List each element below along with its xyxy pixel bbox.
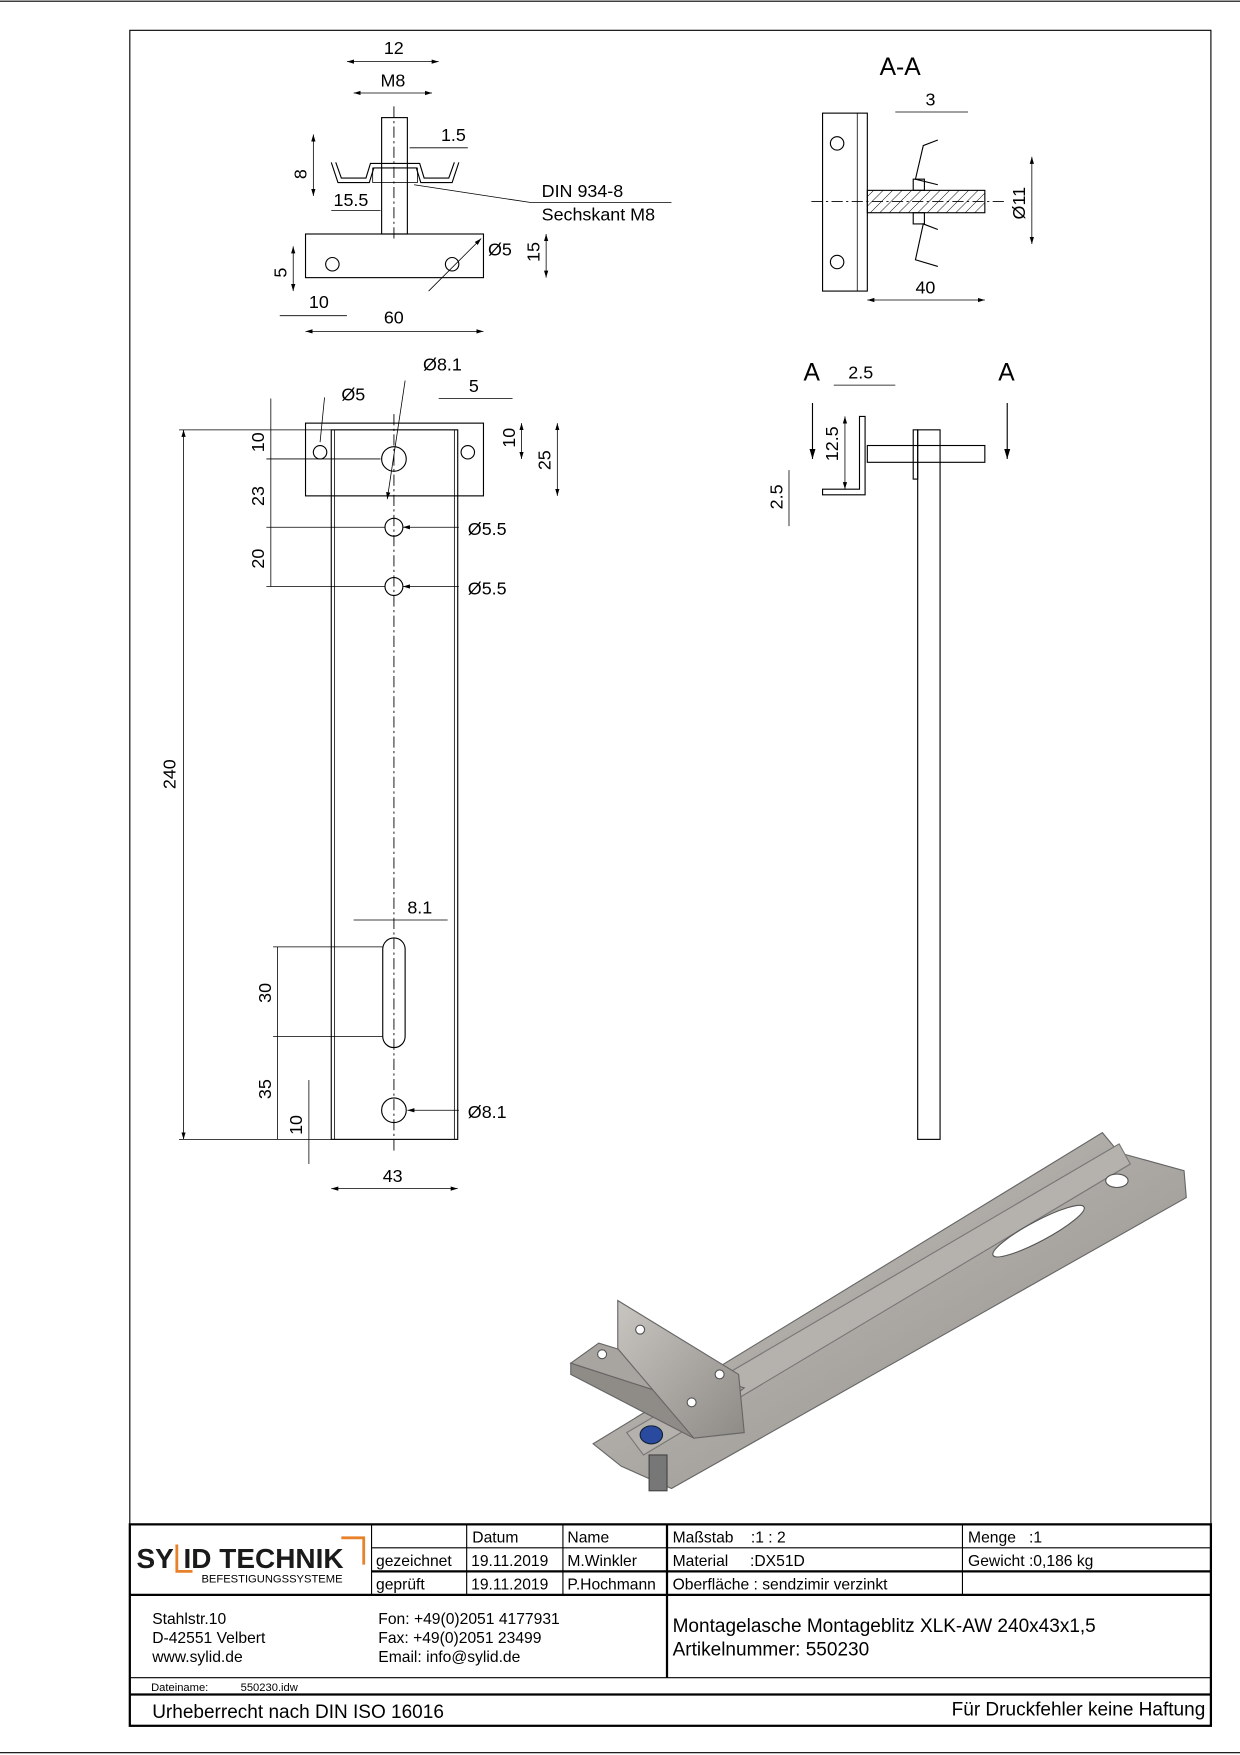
drawing-label: 550230.idw	[241, 1682, 299, 1694]
drawing-label: Datum	[472, 1529, 518, 1546]
drawing-label: Urheberrecht nach DIN ISO 16016	[152, 1702, 444, 1723]
drawing-label: Für Druckfehler keine Haftung	[952, 1700, 1206, 1721]
drawing-label: 240	[160, 759, 180, 789]
drawing-label: Ø5.5	[468, 519, 507, 539]
drawing-label: 15	[523, 242, 543, 262]
top-view: 12 M8 1.5 8 15.5 DIN 934-8 Sechskant M8 …	[270, 38, 672, 334]
drawing-label: A	[998, 360, 1015, 387]
side-view: A A 2.5 12.5 2.5	[766, 360, 1015, 1140]
drawing-label: 35	[255, 1079, 275, 1099]
drawing-label: Artikelnummer: 550230	[673, 1639, 870, 1660]
drawing-label: M.Winkler	[567, 1553, 637, 1570]
drawing-label: Montagelasche Montageblitz XLK-AW 240x43…	[673, 1616, 1096, 1637]
drawing-label: 60	[384, 308, 404, 328]
drawing-label: 12.5	[822, 426, 842, 461]
drawing-label: 5	[270, 268, 290, 278]
drawing-label: 10	[499, 428, 519, 448]
drawing-label: Email: info@sylid.de	[378, 1649, 520, 1666]
drawing-label: 20	[248, 549, 268, 569]
drawing-label: Fon: +49(0)2051 4177931	[378, 1611, 560, 1628]
drawing-label: 10	[286, 1115, 306, 1135]
drawing-label: Ø11	[1009, 187, 1029, 220]
drawing-label: Sechskant M8	[542, 205, 655, 225]
title-block: SY ID TECHNIK BEFESTIGUNGSSYSTEME Datum …	[128, 1523, 1213, 1727]
drawing-label: Ø8.1	[423, 355, 462, 375]
drawing-label: Maßstab :1 : 2	[673, 1529, 786, 1546]
drawing-label: 8	[291, 169, 311, 179]
drawing-label: 8.1	[407, 897, 432, 917]
drawing-label: 25	[535, 450, 555, 470]
drawing-label: Material :DX51D	[673, 1553, 805, 1570]
drawing-label: 23	[248, 486, 268, 506]
drawing-label: A	[804, 360, 821, 387]
drawing-label: www.sylid.de	[151, 1649, 243, 1666]
drawing-label: 19.11.2019	[471, 1576, 548, 1593]
drawing-label: 15.5	[334, 190, 369, 210]
drawing-label: 12	[384, 38, 404, 58]
drawing-label: 2.5	[848, 362, 873, 382]
drawing-label: SY	[137, 1543, 175, 1574]
drawing-label: Gewicht :0,186 kg	[968, 1553, 1093, 1570]
drawing-label: gezeichnet	[376, 1553, 452, 1570]
section-a-a: A-A 3 Ø11 40	[811, 54, 1034, 303]
drawing-label: ID TECHNIK	[184, 1543, 344, 1574]
company-logo: SY ID TECHNIK BEFESTIGUNGSSYSTEME	[137, 1536, 366, 1586]
drawing-label: DIN 934-8	[542, 181, 624, 201]
drawing-label: Stahlstr.10	[152, 1611, 226, 1628]
drawing-label: Ø5	[341, 385, 365, 405]
drawing-label: Ø5.5	[468, 578, 507, 598]
drawing-label: 40	[915, 277, 935, 297]
drawing-label: Name	[567, 1529, 609, 1546]
drawing-label: Oberfläche : sendzimir verzinkt	[673, 1576, 889, 1593]
drawing-label: Fax: +49(0)2051 23499	[378, 1630, 541, 1647]
drawing-label: 3	[926, 89, 936, 109]
drawing-label: 1.5	[441, 125, 466, 145]
drawing-label: 30	[255, 983, 275, 1003]
isometric-render	[569, 1131, 1187, 1492]
drawing-label: M8	[381, 70, 406, 90]
drawing-label: D-42551 Velbert	[152, 1630, 266, 1647]
drawing-label: Dateiname:	[151, 1682, 208, 1694]
drawing-label: 43	[383, 1166, 403, 1186]
drawing-label: 5	[469, 376, 479, 396]
front-view: Ø8.1 Ø5 5 10 25 10 23 20 Ø5.5 Ø5.5 240 8…	[160, 355, 560, 1191]
drawing-label: P.Hochmann	[567, 1576, 656, 1593]
drawing-label: A-A	[880, 54, 922, 81]
drawing-label: BEFESTIGUNGSSYSTEME	[201, 1574, 342, 1586]
drawing-label: 10	[248, 432, 268, 452]
drawing-label: 2.5	[766, 484, 786, 509]
drawing-label: 10	[309, 292, 329, 312]
drawing-label: Ø8.1	[468, 1102, 507, 1122]
drawing-label: Ø5	[488, 239, 512, 259]
drawing-label: geprüft	[376, 1576, 425, 1593]
drawing-label: 19.11.2019	[471, 1553, 548, 1570]
drawing-label: Menge :1	[968, 1529, 1042, 1546]
